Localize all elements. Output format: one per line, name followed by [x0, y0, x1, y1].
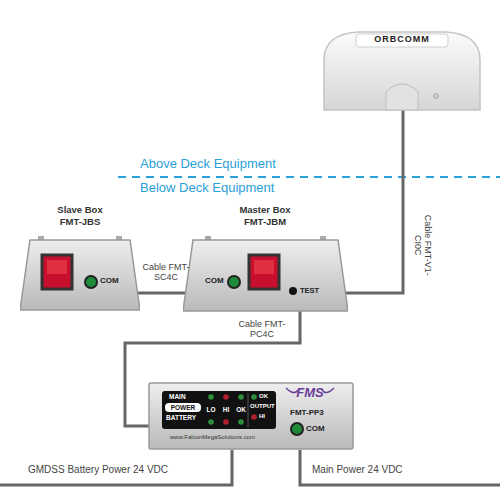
box-text: FMT-JBM [244, 217, 286, 227]
cable-label: Cable FMT-SC4C [140, 262, 192, 283]
slave-box: Slave BoxFMT-JBS COM [20, 205, 140, 313]
main-power-wire [300, 450, 500, 485]
box-text: OUTPUT [250, 403, 275, 410]
box-text: HI [259, 413, 265, 420]
box-text: OK [259, 393, 268, 400]
zone-label: Above Deck Equipment [140, 157, 276, 172]
box-text: FMS [296, 386, 323, 400]
master-box: Master BoxFMT-JBM COM TEST [183, 205, 348, 313]
box-text: www.FalconMegaSolutions.com [170, 434, 255, 441]
power-supply-unit: MAIN POWER BATTERY LO HI OK OK OUTPUT HI FMS FMT-P… [148, 382, 354, 450]
power-label: Main Power 24 VDC [312, 464, 403, 476]
cable-connector [345, 110, 403, 293]
box-text: HI [223, 406, 230, 413]
zone-label: Below Deck Equipment [140, 181, 274, 196]
box-text: OK [236, 406, 246, 413]
box-text: COM [100, 277, 119, 286]
box-text: Master Box [239, 205, 290, 215]
box-text: FMT-PP3 [290, 409, 324, 418]
box-text: COM [306, 425, 325, 434]
cable-connector [137, 292, 186, 295]
cable-label: Cable FMT-PC4C [234, 319, 290, 340]
box-text: POWER [171, 404, 196, 411]
box-text: Slave Box [57, 205, 102, 215]
power-label: GMDSS Battery Power 24 VDC [28, 464, 168, 476]
deck-divider [118, 176, 500, 178]
box-text: ORBCOMM [374, 35, 430, 45]
box-text: BATTERY [166, 414, 196, 421]
box-text: COM [205, 277, 224, 286]
satellite-antenna: ORBCOMM [320, 30, 484, 112]
box-text: LO [206, 406, 215, 413]
box-text: TEST [300, 287, 319, 295]
cable-label: Cable FMT-V1-CI0C [413, 213, 434, 277]
box-text: FMT-JBS [60, 217, 101, 227]
battery-power-wire [0, 450, 232, 485]
box-text: MAIN [169, 393, 186, 400]
